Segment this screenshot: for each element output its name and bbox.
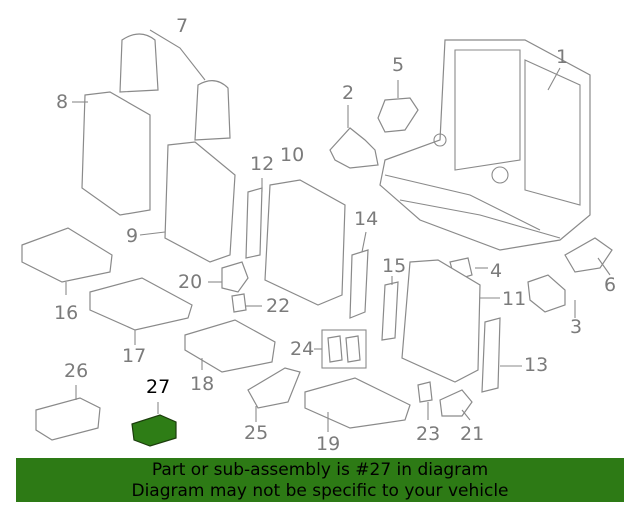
part-8-seat-back (81, 91, 151, 216)
banner-line-1: Part or sub-assembly is #27 in diagram (151, 460, 489, 480)
callout-23: 23 (416, 423, 441, 445)
callout-12: 12 (250, 153, 275, 175)
callout-6: 6 (604, 274, 617, 296)
callout-22: 22 (266, 295, 291, 317)
part-27-highlighted (131, 402, 177, 447)
part-14-panel (349, 249, 369, 319)
callout-13: 13 (524, 354, 549, 376)
part-2-bracket (329, 127, 379, 169)
callout-19: 19 (316, 433, 341, 455)
callout-9: 9 (126, 225, 139, 247)
callout-10: 10 (280, 144, 305, 166)
callout-25: 25 (244, 422, 269, 444)
part-5-bracket (377, 97, 419, 133)
part-18-cushion (184, 319, 276, 373)
part-24-clips (321, 329, 367, 369)
callout-20: 20 (178, 271, 203, 293)
callout-26: 26 (64, 360, 89, 382)
callout-27: 27 (146, 376, 171, 398)
callout-15: 15 (382, 255, 407, 277)
part-26-module (35, 397, 101, 441)
callout-18: 18 (190, 373, 215, 395)
callout-3: 3 (570, 316, 583, 338)
callout-2: 2 (342, 82, 355, 104)
notice-banner: Part or sub-assembly is #27 in diagram D… (16, 458, 624, 502)
callout-17: 17 (122, 345, 147, 367)
callout-16: 16 (54, 302, 79, 324)
callout-1: 1 (556, 46, 569, 68)
part-23-clip (417, 381, 433, 403)
part-19-cushion (304, 377, 411, 429)
part-25-tray (247, 367, 301, 409)
part-20-bracket (221, 261, 249, 293)
callout-5: 5 (392, 54, 405, 76)
part-10-seat-back (264, 179, 346, 306)
part-17-cushion (89, 277, 193, 331)
part-22-clip (231, 293, 247, 313)
banner-line-2: Diagram may not be specific to your vehi… (131, 481, 509, 501)
callout-4: 4 (490, 260, 503, 282)
part-12-panel (245, 187, 263, 259)
callout-7: 7 (176, 15, 189, 37)
part-6-bracket (564, 237, 613, 273)
callout-8: 8 (56, 91, 69, 113)
part-3-bracket (527, 274, 566, 313)
part-1-seat-frame (379, 39, 591, 251)
callout-11: 11 (502, 288, 527, 310)
part-13-panel (481, 317, 501, 393)
callout-14: 14 (354, 208, 379, 230)
part-9-seat-back (164, 141, 236, 263)
part-16-cushion (21, 227, 113, 283)
part-15-panel (381, 281, 399, 341)
leader-lines (65, 67, 611, 432)
callout-24: 24 (290, 338, 315, 360)
part-7-headrests (119, 29, 231, 141)
part-11-seat-back (401, 259, 481, 383)
callout-21: 21 (460, 423, 485, 445)
part-21-cover (439, 389, 473, 417)
